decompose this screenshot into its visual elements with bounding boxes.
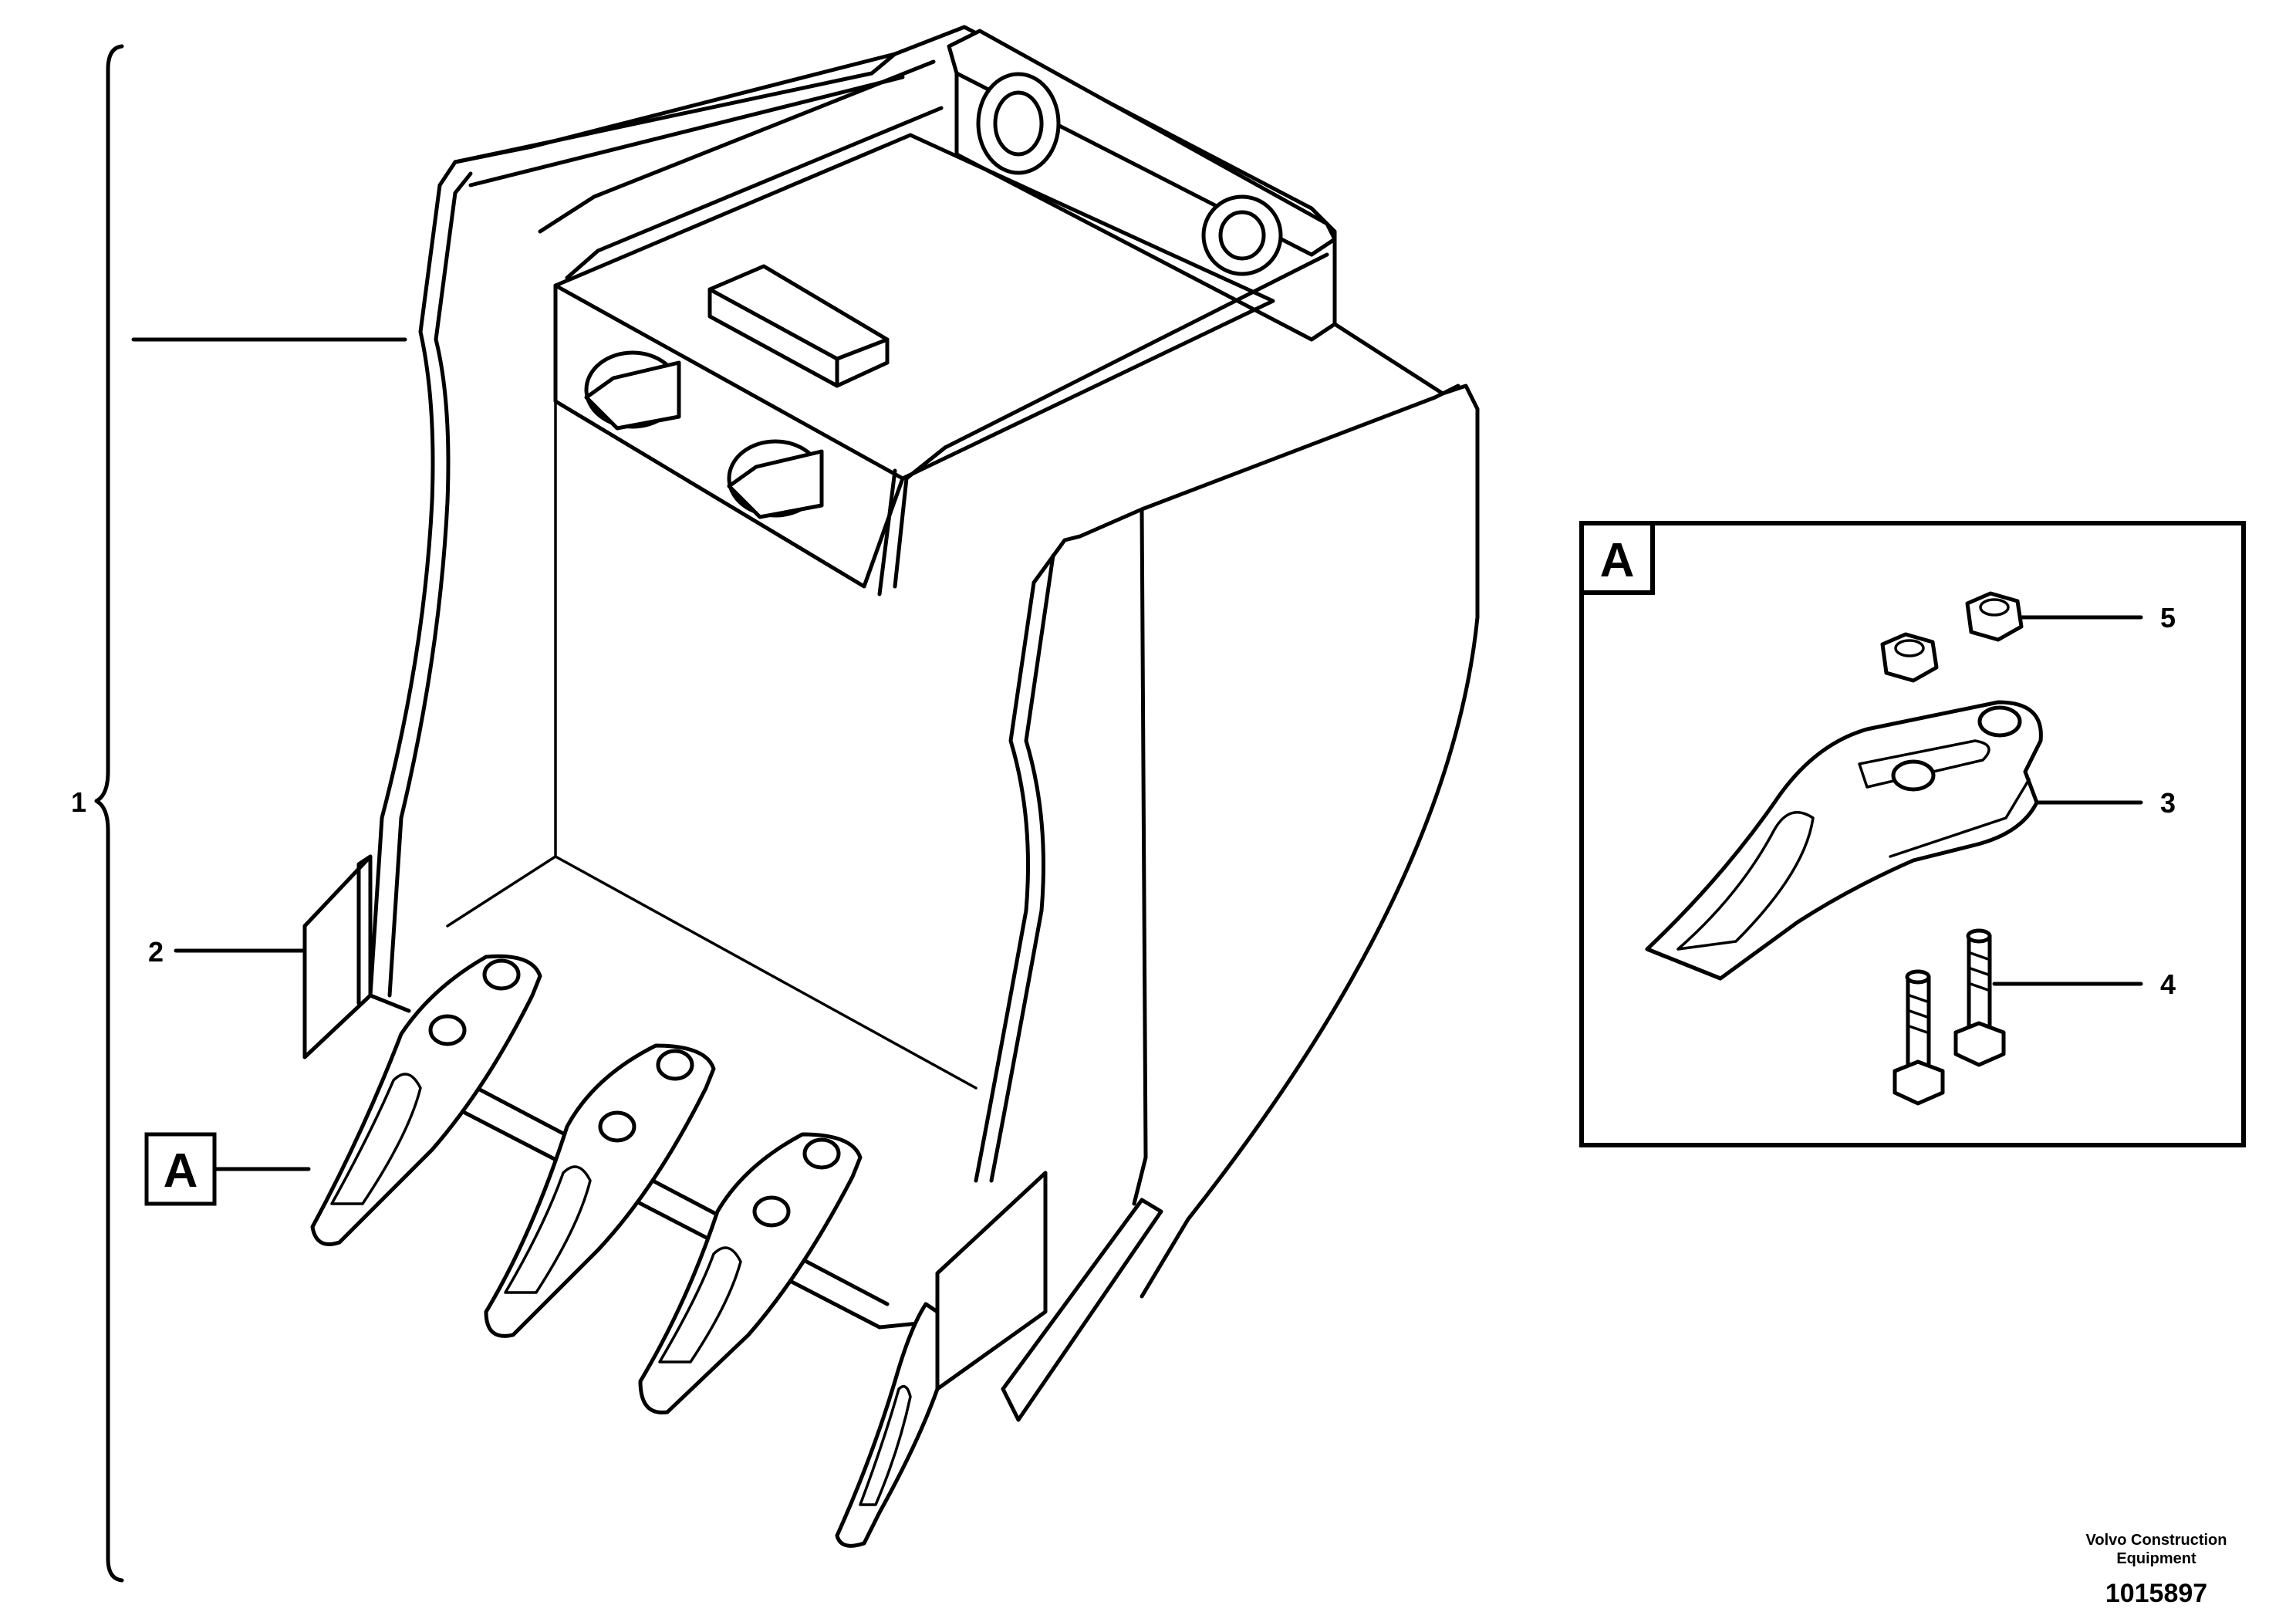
footer-block: Volvo Construction Equipment 1015897: [2086, 1532, 2227, 1608]
nut-illustration: [1880, 591, 2024, 683]
callout-2: 2: [148, 936, 164, 968]
bucket-tooth-3: [638, 1132, 863, 1414]
detail-box-title: A: [1600, 534, 1635, 587]
bucket-teeth: [310, 954, 940, 1548]
bolt-illustration: [1893, 928, 2006, 1106]
callout-3: 3: [2160, 787, 2176, 819]
bucket-illustration: [302, 25, 1480, 1422]
brand-line-2: Equipment: [2116, 1550, 2196, 1567]
callout-1: 1: [71, 786, 86, 818]
drawing-number: 1015897: [2105, 1579, 2207, 1608]
callout-5: 5: [2160, 602, 2176, 634]
tooth-illustration: [1645, 700, 2043, 981]
bucket-tooth-2: [484, 1043, 716, 1338]
leader-lines: [131, 337, 407, 1171]
assembly-bracket: [94, 44, 124, 1583]
detail-marker-a: A: [144, 1132, 217, 1206]
detail-marker-label: A: [164, 1144, 198, 1198]
callout-4: 4: [2160, 968, 2176, 1000]
detail-box-a: A: [1579, 521, 2246, 1147]
bucket-tooth-1: [310, 954, 542, 1246]
brand-line-1: Volvo Construction: [2086, 1532, 2227, 1549]
bucket-tooth-4: [835, 1302, 940, 1548]
